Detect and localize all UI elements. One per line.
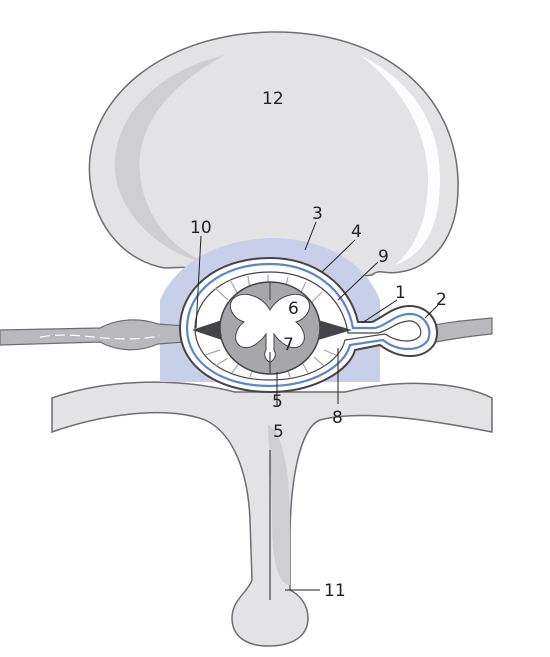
spinal-nerve-left-trunk [0,319,186,351]
leader-3 [304,221,317,251]
leader-10 [195,235,202,329]
label-11: 11 [324,581,346,601]
label-3: 3 [312,204,323,224]
denticulate-ligament-right [318,320,352,340]
leader-1 [361,299,398,324]
leader-4 [321,239,356,273]
leader-9 [337,261,379,301]
spinous-process-shadow [268,425,290,585]
label-6: 6 [288,299,299,319]
vertebral-body-cortex-shadow [114,55,225,262]
vertebral-body-cortex-right [360,55,440,265]
spinal-nerve-left [0,319,186,351]
label-4: 4 [351,222,362,242]
trabeculae [204,275,337,378]
leader-2 [424,304,439,319]
arachnoid [194,271,422,381]
dura-blue-line [185,262,431,388]
label-12: 12 [262,89,284,109]
denticulate-ligament-left [192,320,222,340]
labels: 12 10 3 4 9 1 2 6 7 5 8 5 11 [190,89,447,601]
leader-lines [195,221,439,600]
spinal-nerve-right [419,317,493,346]
label-1: 1 [395,283,406,303]
label-7: 7 [283,335,294,355]
vertebral-arch [51,381,493,647]
label-2: 2 [436,290,447,310]
label-5b: 5 [273,422,284,442]
label-8: 8 [332,408,343,428]
spinal-cord [219,281,321,375]
label-10: 10 [190,218,212,238]
label-5a: 5 [272,392,283,412]
label-9: 9 [378,247,389,267]
vertebral-body [88,31,459,281]
